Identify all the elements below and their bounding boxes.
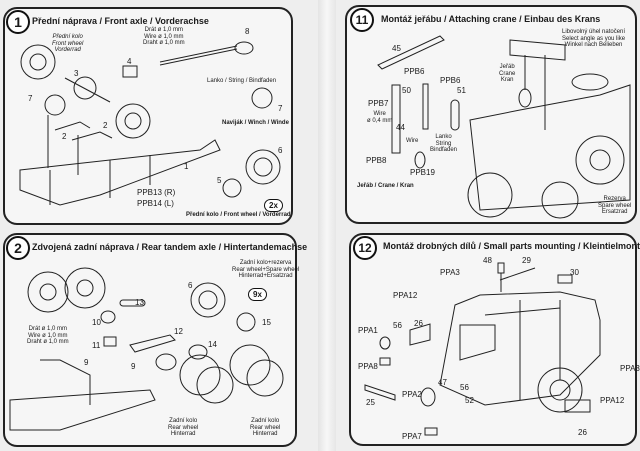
part-14: 14: [208, 340, 217, 349]
label-front-wheel: Přední kolo Front wheel Vorderrad: [52, 34, 84, 54]
label-string: Lanko String Bindfaden: [430, 134, 458, 154]
part-50: 50: [402, 86, 411, 95]
step-title: Přední náprava / Front axle / Vorderachs…: [32, 16, 209, 26]
label-wire: Drát ø 1,0 mm Wire ø 1,0 mm Draht ø 1,0 …: [27, 326, 69, 346]
label-winch: Naviják / Winch / Winde: [222, 120, 289, 126]
label-spare-wheel: Rezerva Spare wheel Ersatzrad: [598, 196, 632, 216]
page-fold: [318, 0, 336, 451]
label-crane: Jeřáb / Crane / Kran: [357, 183, 414, 189]
quantity-badge: 9x: [248, 288, 267, 301]
part-56: 56: [393, 321, 402, 330]
part-25: 25: [366, 398, 375, 407]
part-26: 26: [578, 428, 587, 437]
part-7: 7: [278, 104, 283, 113]
part-48: 48: [483, 256, 492, 265]
part-10: 10: [92, 318, 101, 327]
quantity-badge: 2x: [264, 199, 283, 212]
part-2: 2: [103, 121, 108, 130]
part-47: 47: [438, 378, 447, 387]
part-ppa8: PPA8: [358, 362, 378, 371]
part-26: 26: [414, 319, 423, 328]
part-1: 1: [184, 162, 189, 171]
part-6: 6: [278, 146, 283, 155]
part-ppa3: PPA3: [620, 364, 640, 373]
part-2: 2: [62, 132, 67, 141]
part-ppb19: PPB19: [410, 168, 435, 177]
part-7: 7: [28, 94, 33, 103]
part-13: 13: [135, 298, 144, 307]
part-ppb13: PPB13 (R): [137, 188, 176, 197]
part-15: 15: [262, 318, 271, 327]
part-ppb6: PPB6: [440, 76, 461, 85]
label-rear-wheel: Zadní kolo Rear wheel Hinterrad: [168, 418, 199, 438]
part-ppa1: PPA1: [358, 326, 378, 335]
part-29: 29: [522, 256, 531, 265]
part-9: 9: [131, 362, 136, 371]
part-45: 45: [392, 44, 401, 53]
part-11: 11: [92, 341, 101, 350]
part-ppb14: PPB14 (L): [137, 199, 174, 208]
step-title: Montáž drobných dílů / Small parts mount…: [383, 241, 640, 251]
step-11-panel: [345, 5, 637, 224]
step-number: 12: [353, 236, 377, 260]
part-ppa2: PPA2: [402, 390, 422, 399]
label-select-angle: Libovolný úhel natočení Select angle as …: [562, 29, 626, 49]
label-string: Lanko / String / Bindfaden: [207, 78, 277, 84]
label-wire: Drát ø 1,0 mm Wire ø 1,0 mm Draht ø 1,0 …: [143, 27, 185, 47]
part-51: 51: [457, 86, 466, 95]
label-rear-spare: Zadní kolo+rezerva Rear wheel+Spare whee…: [232, 260, 300, 280]
step-number: 1: [6, 10, 30, 34]
step-title: Montáž jeřábu / Attaching crane / Einbau…: [381, 14, 601, 24]
step-1-panel: [3, 7, 293, 225]
part-9: 9: [84, 358, 89, 367]
part-44: 44: [396, 123, 405, 132]
part-ppb8: PPB8: [366, 156, 387, 165]
label-wire-04: Wire ø 0,4 mm: [367, 111, 393, 124]
part-3: 3: [74, 69, 79, 78]
part-ppa12: PPA12: [393, 291, 418, 300]
step-title: Zdvojená zadní náprava / Rear tandem axl…: [32, 242, 308, 252]
part-4: 4: [127, 57, 132, 66]
part-ppb6: PPB6: [404, 67, 425, 76]
part-12: 12: [174, 327, 183, 336]
step-12-panel: [349, 233, 637, 446]
label-front-wheel-bottom: Přední kolo / Front wheel / Vorderrad: [186, 212, 291, 218]
part-8: 8: [245, 27, 250, 36]
part-ppb7: PPB7: [368, 99, 389, 108]
part-30: 30: [570, 268, 579, 277]
part-6: 6: [188, 281, 193, 290]
part-56: 56: [460, 383, 469, 392]
step-number: 11: [350, 8, 374, 32]
label-wire: Wire: [406, 138, 419, 144]
label-crane-vertical: Jeřáb Crane Kran: [499, 64, 516, 84]
part-52: 52: [465, 396, 474, 405]
part-5: 5: [217, 176, 222, 185]
part-ppa7: PPA7: [402, 432, 422, 441]
part-ppa3: PPA3: [440, 268, 460, 277]
label-rear-wheel: Zadní kolo Rear wheel Hinterrad: [250, 418, 281, 438]
step-number: 2: [6, 236, 30, 260]
part-ppa12: PPA12: [600, 396, 625, 405]
